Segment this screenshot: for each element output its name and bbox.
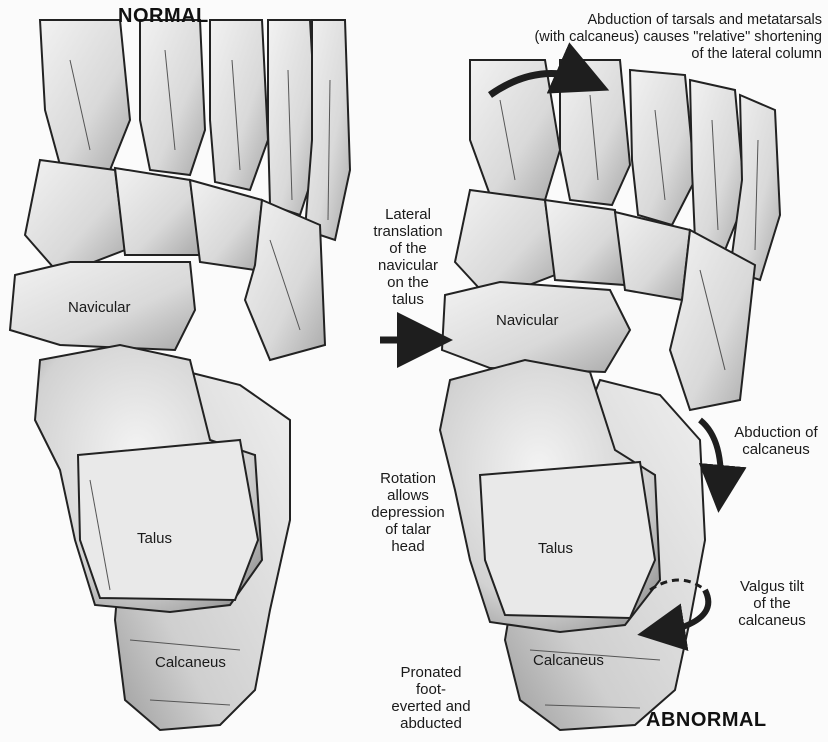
ab-metatarsal-3	[630, 70, 695, 225]
annotation-line: of the	[362, 240, 454, 257]
cuneiform-lateral	[190, 180, 262, 270]
annotation-line: (with calcaneus) causes "relative" short…	[470, 29, 822, 46]
label-navicular-normal: Navicular	[68, 299, 131, 316]
label-calcaneus-normal: Calcaneus	[155, 654, 226, 671]
annotation-line: of the lateral column	[470, 46, 822, 63]
annotation-line: calcaneus	[722, 612, 822, 629]
annotation-line: foot-	[376, 681, 486, 698]
ab-cuneiform-lateral	[615, 212, 690, 300]
annotation-line: of the	[722, 595, 822, 612]
metatarsal-3	[210, 20, 268, 190]
annotation-line: allows	[358, 487, 458, 504]
annotation-line: Abduction of tarsals and metatarsals	[470, 12, 822, 29]
metatarsal-1	[40, 20, 130, 170]
annotation-line: calcaneus	[726, 441, 826, 458]
ab-metatarsal-2	[560, 60, 630, 205]
annotation-line: Abduction of	[726, 424, 826, 441]
label-talus-normal: Talus	[137, 530, 172, 547]
annotation-line: navicular	[362, 257, 454, 274]
annotation-rotation: Rotation allows depression of talar head	[358, 470, 458, 555]
metatarsal-2	[140, 20, 205, 175]
label-calcaneus-abnormal: Calcaneus	[533, 652, 604, 669]
annotation-pronated: Pronated foot- everted and abducted	[376, 664, 486, 732]
annotation-line: abducted	[376, 715, 486, 732]
annotation-line: head	[358, 538, 458, 555]
cuneiform-medial	[25, 160, 125, 275]
talar-dome	[78, 440, 258, 600]
ab-cuneiform-intermediate	[545, 200, 625, 285]
annotation-line: translation	[362, 223, 454, 240]
annotation-line: Pronated	[376, 664, 486, 681]
abnormal-foot	[440, 60, 780, 730]
annotation-line: on the	[362, 274, 454, 291]
cuneiform-intermediate	[115, 168, 200, 255]
annotation-line: Valgus tilt	[722, 578, 822, 595]
label-navicular-abnormal: Navicular	[496, 312, 559, 329]
annotation-line: everted and	[376, 698, 486, 715]
annotation-line: depression	[358, 504, 458, 521]
heading-normal: NORMAL	[118, 8, 209, 25]
annotation-line: Rotation	[358, 470, 458, 487]
annotation-line: of talar	[358, 521, 458, 538]
annotation-line: talus	[362, 291, 454, 308]
normal-foot	[10, 20, 350, 730]
annotation-abduction-calcaneus: Abduction of calcaneus	[726, 424, 826, 458]
heading-abnormal: ABNORMAL	[646, 712, 767, 729]
annotation-lateral-translation: Lateral translation of the navicular on …	[362, 206, 454, 308]
annotation-abduction-tarsals: Abduction of tarsals and metatarsals (wi…	[470, 12, 822, 63]
label-talus-abnormal: Talus	[538, 540, 573, 557]
metatarsal-5	[305, 20, 350, 240]
annotation-line: Lateral	[362, 206, 454, 223]
annotation-valgus-tilt: Valgus tilt of the calcaneus	[722, 578, 822, 629]
